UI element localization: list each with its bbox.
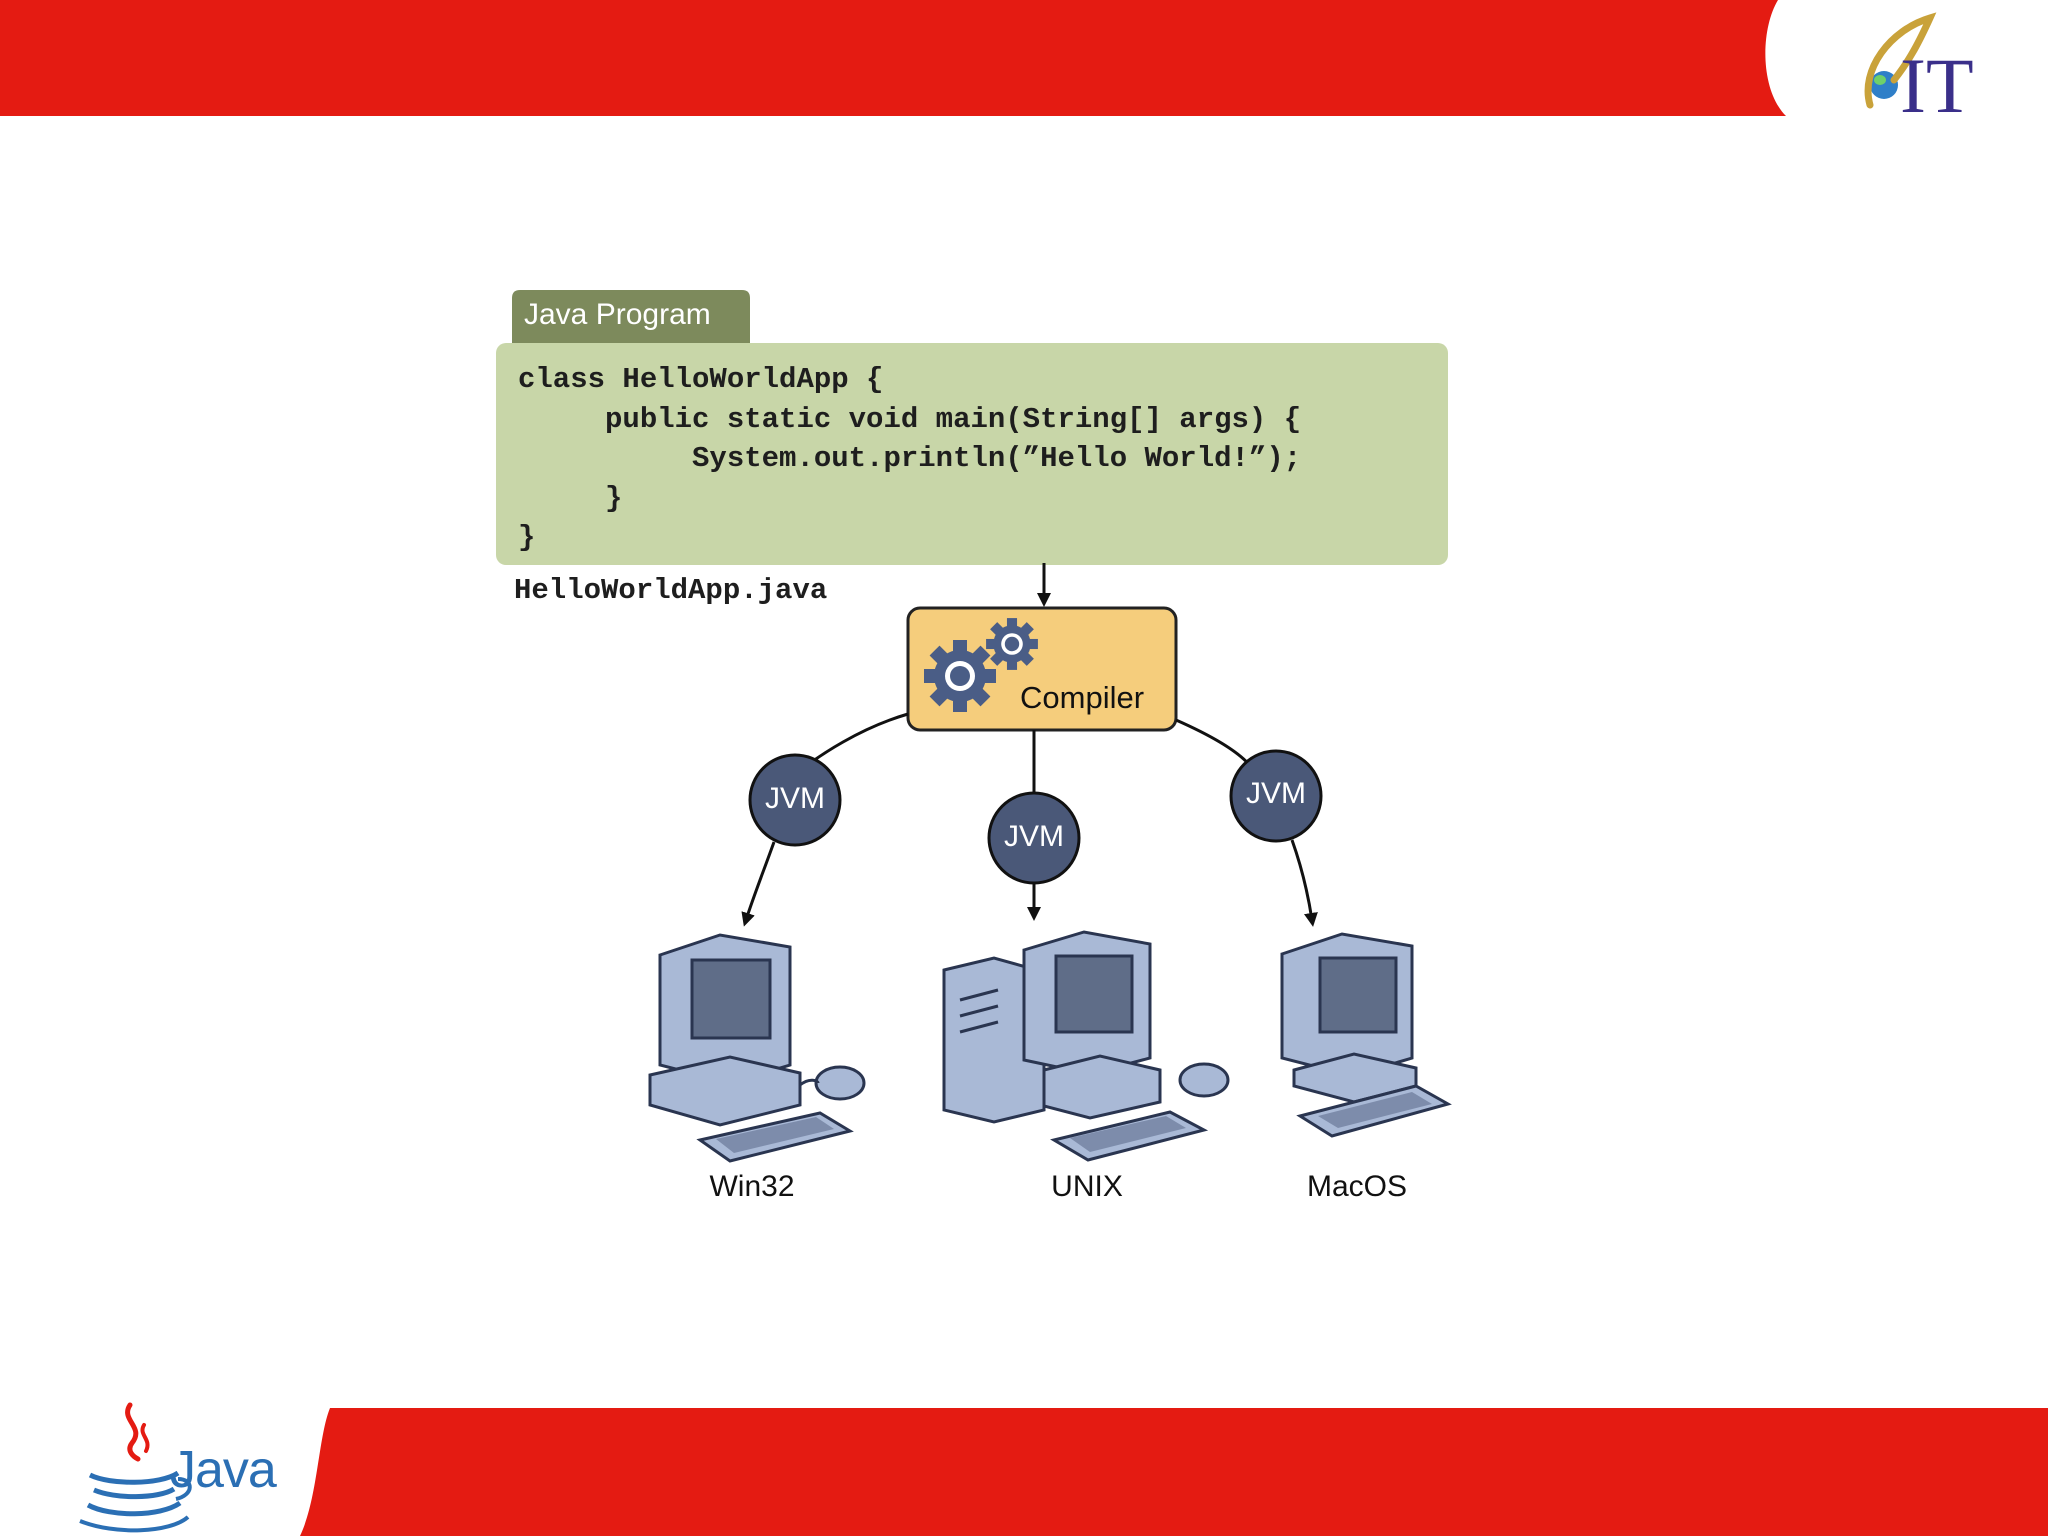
arrow-left <box>741 841 776 927</box>
unix-computer-icon <box>942 930 1230 1162</box>
jvm-label-right: JVM <box>1246 777 1306 810</box>
source-filename: HelloWorldApp.java <box>514 574 828 607</box>
macos-computer-icon <box>1280 932 1452 1138</box>
jvm-node-left <box>748 753 842 847</box>
os-label-win32: Win32 <box>709 1170 795 1203</box>
connector-right <box>1175 718 1254 769</box>
code-line: public static void main(String[] args) { <box>518 402 1302 436</box>
code-line: } <box>518 481 623 515</box>
java-logo-text: Java <box>170 1441 277 1499</box>
code-line: System.out.println(”Hello World!”); <box>518 442 1302 475</box>
gear-large-icon <box>924 640 996 712</box>
footer-band <box>300 1408 2048 1536</box>
jvm-label-center: JVM <box>1004 820 1064 853</box>
program-tab <box>512 290 750 344</box>
jvm-node-right <box>1229 749 1323 843</box>
jvm-node-center <box>987 791 1081 885</box>
gear-small-icon <box>986 618 1038 670</box>
code-line: } <box>518 521 536 554</box>
jvm-label-left: JVM <box>765 782 825 815</box>
program-tab-label: Java Program <box>524 298 711 331</box>
svg-text:IT: IT <box>1900 42 1974 120</box>
java-cup-icon <box>79 1402 192 1533</box>
header-band <box>0 0 1786 116</box>
code-listing: class HelloWorldApp { public static void… <box>518 360 1301 558</box>
ait-logo-icon: IT <box>1864 12 1974 120</box>
arrow-right <box>1290 839 1318 927</box>
code-box <box>496 343 1448 565</box>
compiler-label: Compiler <box>1020 680 1145 715</box>
os-label-macos: MacOS <box>1306 1170 1408 1203</box>
win32-computer-icon <box>648 933 866 1163</box>
os-label-unix: UNIX <box>1051 1170 1123 1203</box>
code-line: class HelloWorldApp { <box>518 363 884 396</box>
